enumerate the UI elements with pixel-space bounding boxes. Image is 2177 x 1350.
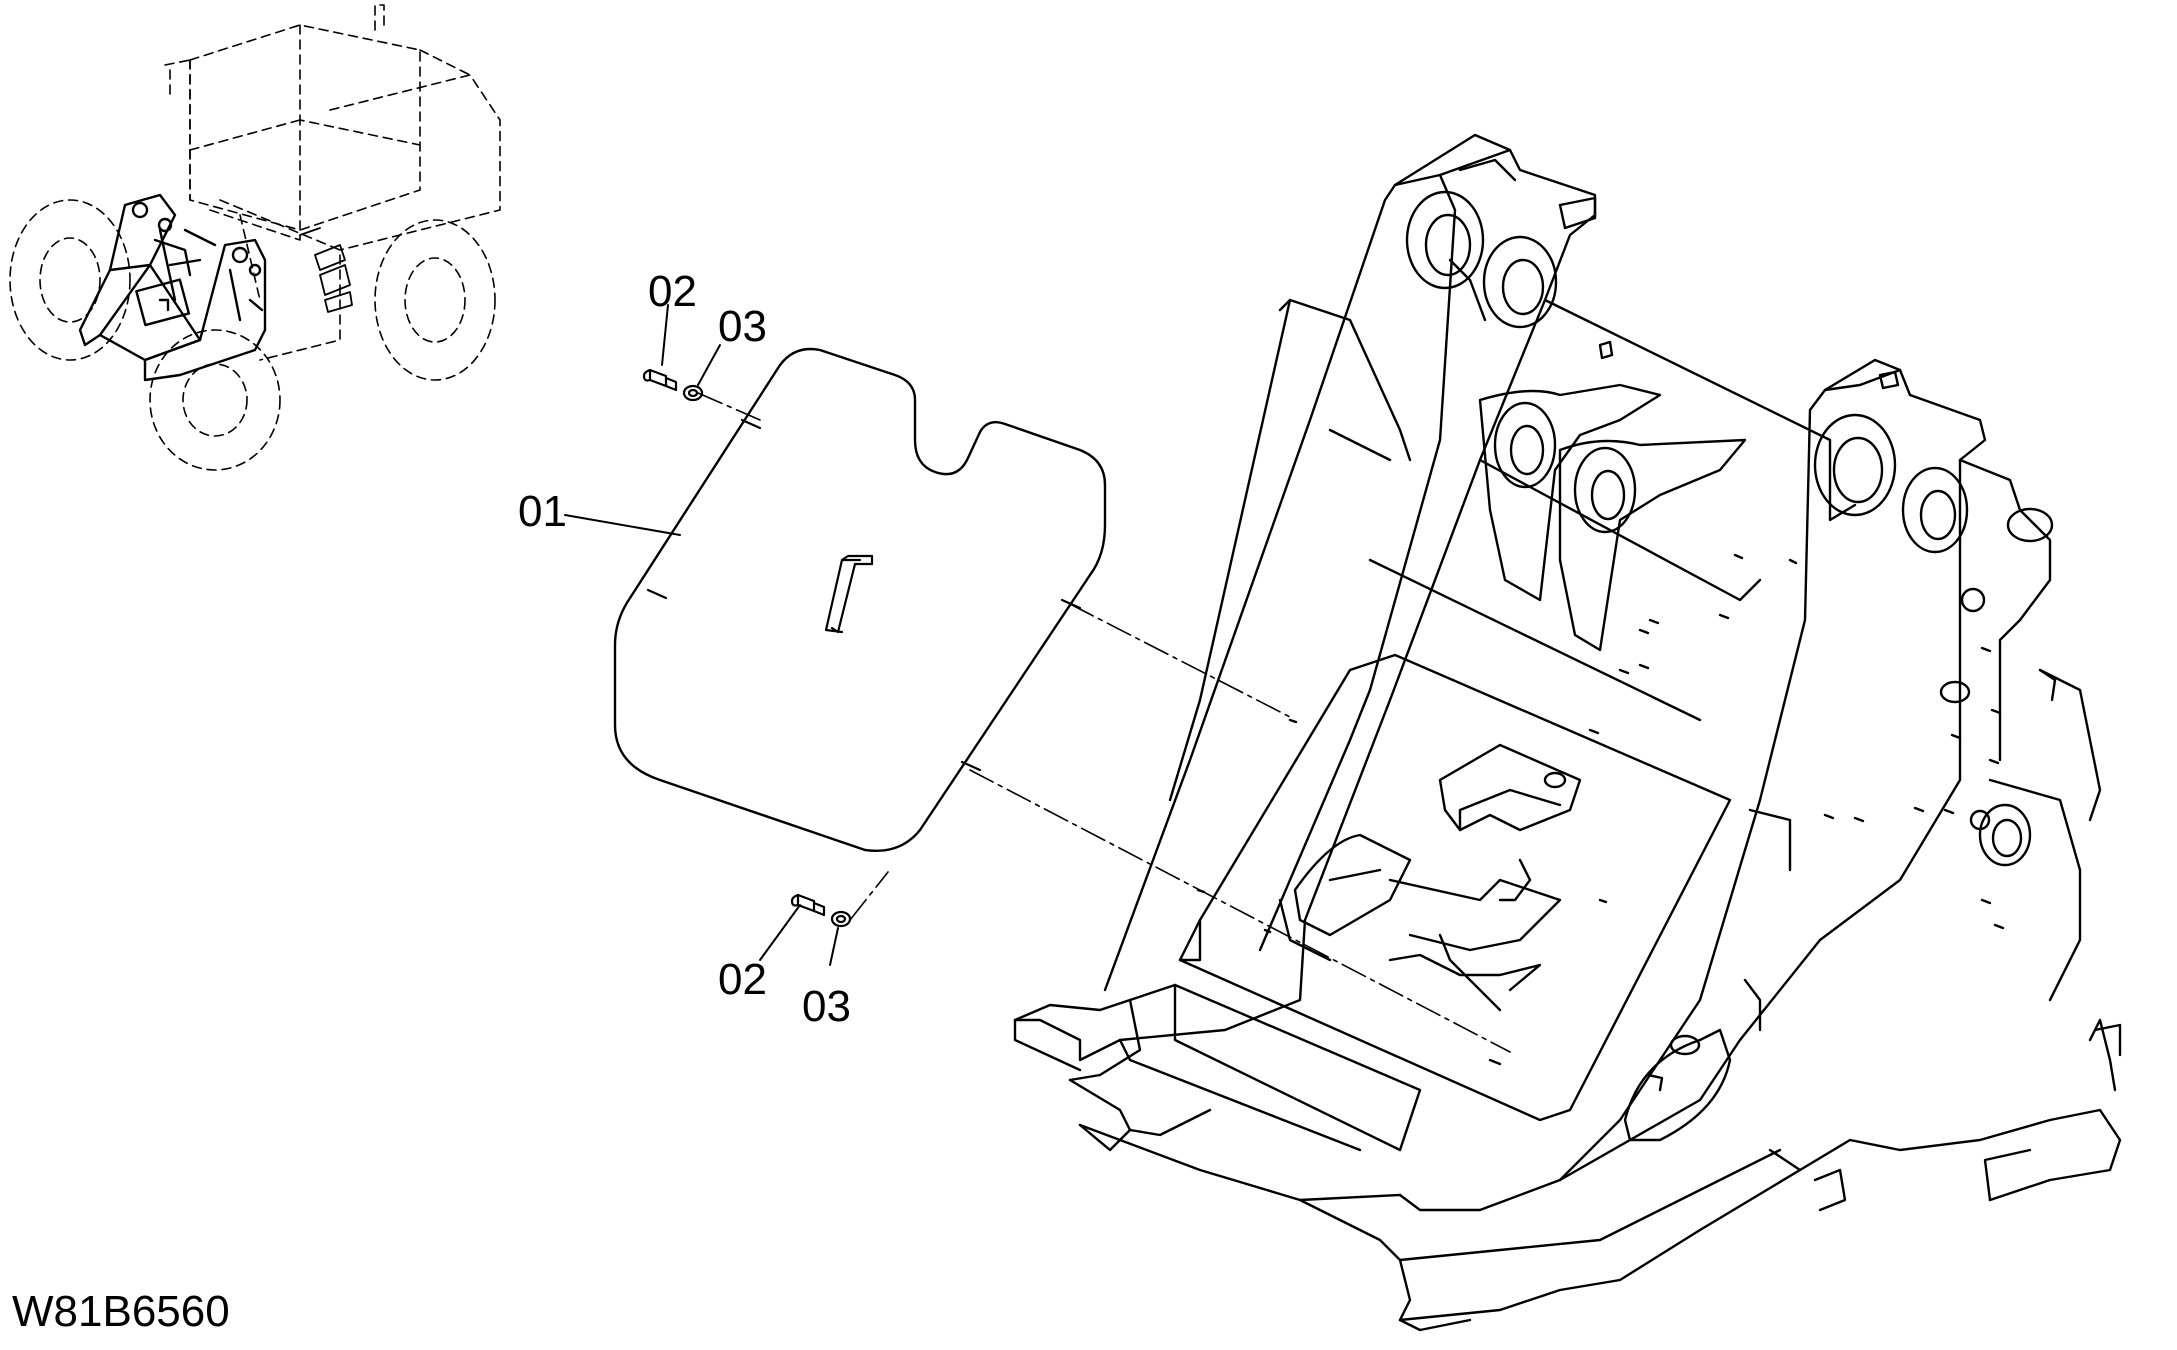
callout-01: 01 xyxy=(518,487,567,536)
callout-03-top: 03 xyxy=(718,302,767,351)
assembly-centerlines xyxy=(698,393,1510,1052)
figure-id-label: W81B6560 xyxy=(12,1287,230,1336)
front-frame-weldment xyxy=(1015,135,2120,1330)
leader-lines xyxy=(565,305,838,965)
fastener-washer-bottom xyxy=(832,912,850,926)
fastener-washer-top xyxy=(684,386,702,400)
fastener-bolt-bottom xyxy=(792,895,824,915)
callout-02-top: 02 xyxy=(648,267,697,316)
locator-machine-thumbnail xyxy=(10,5,500,470)
fastener-bolt-top xyxy=(644,370,676,390)
callout-03-bottom: 03 xyxy=(802,982,851,1031)
cover-plate-part-01 xyxy=(615,349,1105,851)
callout-02-bottom: 02 xyxy=(718,955,767,1004)
